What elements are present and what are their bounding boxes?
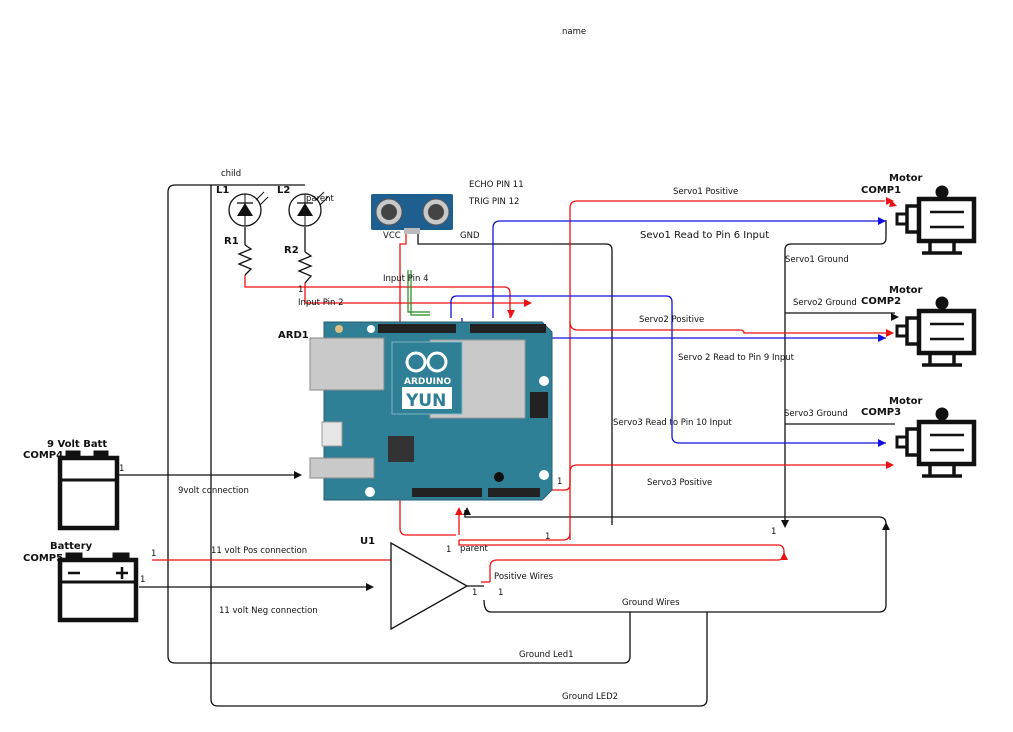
label-servo2-read: Servo 2 Read to Pin 9 Input — [678, 353, 795, 363]
label-servo2-ground: Servo2 Ground — [793, 298, 857, 308]
arduino-model-text: YUN — [405, 391, 446, 411]
r2-label: R2 — [284, 245, 299, 256]
sensor-trig-label: TRIG PIN 12 — [468, 197, 519, 207]
arduino-yun-board[interactable] — [309, 321, 553, 501]
led-1[interactable] — [228, 191, 269, 227]
battery-9v[interactable] — [57, 450, 120, 531]
motor1-id: COMP1 — [861, 185, 901, 196]
child-label: child — [221, 169, 241, 179]
arduino-logo-text: ARDUINO — [404, 377, 452, 387]
motor-2[interactable] — [895, 296, 977, 367]
pin-number: 1 — [119, 464, 124, 474]
sensor-gnd-label: GND — [460, 231, 480, 241]
battery-id: COMP5 — [23, 553, 63, 564]
motor2-title: Motor — [889, 285, 922, 296]
motor3-title: Motor — [889, 396, 922, 407]
pin-number: 1 — [557, 477, 562, 487]
ground-wires — [117, 184, 895, 707]
pin-number: 1 — [498, 588, 503, 598]
pin-number: 1 — [151, 549, 156, 559]
led1-label: L1 — [216, 185, 229, 196]
label-servo3-read: Servo3 Read to Pin 10 Input — [613, 418, 732, 428]
parent-led-label: parent — [306, 194, 335, 204]
ultrasonic-sensor[interactable] — [371, 194, 453, 234]
battery-11v[interactable] — [57, 552, 139, 623]
label-input-pin4: Input Pin 4 — [383, 274, 429, 284]
arduino-label: ARD1 — [278, 330, 309, 341]
pin-number: 1 — [140, 575, 145, 585]
motor1-title: Motor — [889, 173, 922, 184]
label-9volt: 9volt connection — [178, 486, 249, 496]
label-pos-connection: 11 volt Pos connection — [211, 546, 307, 556]
label-servo3-ground: Servo3 Ground — [784, 409, 848, 419]
label-servo2-positive: Servo2 Positive — [639, 315, 704, 325]
label-servo3-positive: Servo3 Positive — [647, 478, 712, 488]
pin-number: 1 — [771, 527, 776, 537]
diagram-title: name — [562, 27, 586, 37]
led-2[interactable] — [288, 191, 329, 227]
label-servo1-read: Sevo1 Read to Pin 6 Input — [640, 230, 769, 241]
amplifier-u1[interactable] — [390, 541, 484, 631]
label-parent: parent — [460, 544, 489, 554]
resistor-2[interactable] — [297, 251, 313, 284]
label-ground-led1: Ground Led1 — [519, 650, 574, 660]
label-input-pin2: Input Pin 2 — [298, 298, 344, 308]
label-servo1-positive: Servo1 Positive — [673, 187, 738, 197]
battery-9v-id: COMP4 — [23, 450, 63, 461]
label-servo1-ground: Servo1 Ground — [785, 255, 849, 265]
label-ground-led2: Ground LED2 — [562, 692, 618, 702]
motor-3[interactable] — [895, 407, 977, 478]
motor2-id: COMP2 — [861, 296, 901, 307]
battery-title: Battery — [50, 541, 93, 552]
amp-label: U1 — [360, 536, 375, 547]
label-neg-connection: 11 volt Neg connection — [219, 606, 318, 616]
label-positive-wires: Positive Wires — [494, 572, 554, 582]
battery-9v-title: 9 Volt Batt — [47, 439, 107, 450]
motor3-id: COMP3 — [861, 407, 901, 418]
pin-number: 1 — [298, 285, 303, 295]
green-wire — [407, 270, 430, 316]
pin-number: 1 — [545, 532, 550, 542]
resistor-1[interactable] — [237, 244, 253, 276]
r1-label: R1 — [224, 236, 239, 247]
led2-label: L2 — [277, 185, 290, 196]
pin-number: 1 — [446, 545, 451, 555]
motor-1[interactable] — [895, 185, 977, 255]
sensor-echo-label: ECHO PIN 11 — [469, 180, 524, 190]
pin-number: 1 — [472, 588, 477, 598]
sensor-vcc-label: VCC — [383, 231, 401, 241]
label-ground-wires: Ground Wires — [622, 598, 680, 608]
